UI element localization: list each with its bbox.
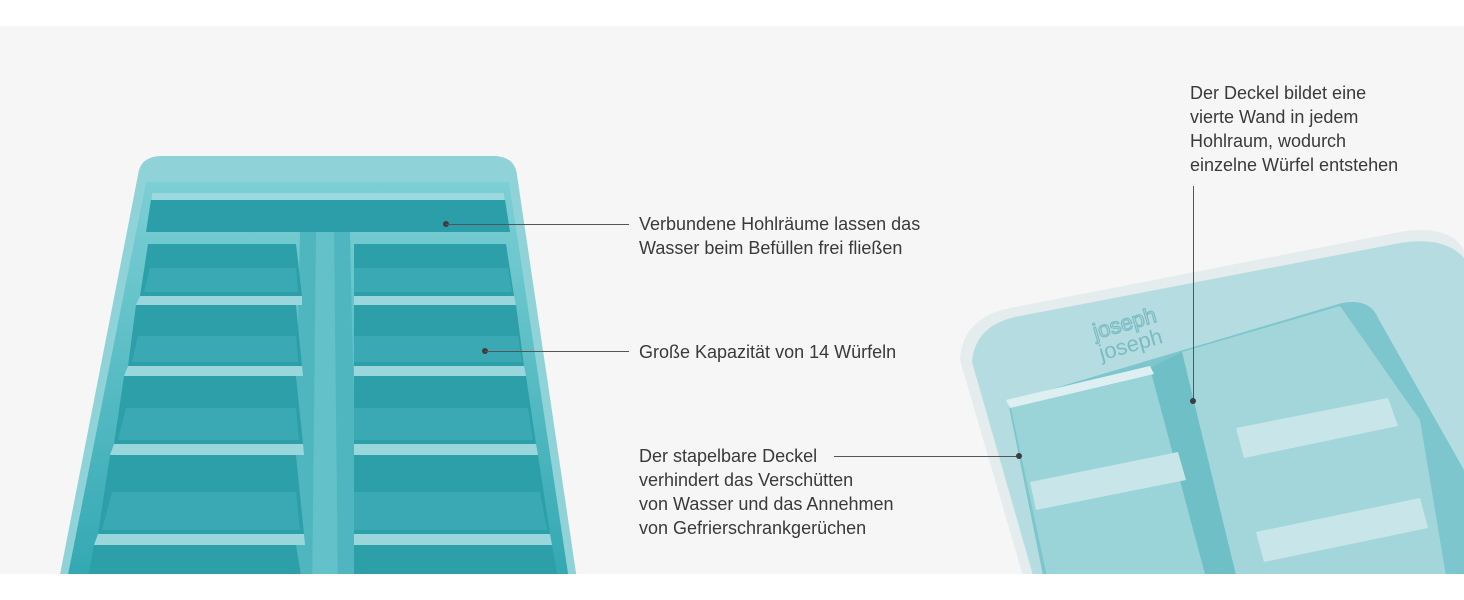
callout-connected-cavities: Verbundene Hohlräume lassen das Wasser b… [639, 212, 920, 260]
callout-text-line: Der Deckel bildet eine [1190, 83, 1367, 103]
callout-text-line: verhindert das Verschütten [639, 470, 854, 490]
callout-lid-wall: Der Deckel bildet eine vierte Wand in je… [1190, 81, 1398, 177]
callout-dot-lid-wall [1190, 398, 1196, 404]
callout-dot-stackable-lid [1016, 453, 1022, 459]
callout-text-line: Der stapelbare Deckel [639, 446, 818, 466]
callout-line-stackable-lid [834, 456, 1018, 457]
callout-text-line: einzelne Würfel entstehen [1190, 155, 1399, 175]
callout-text-line: Hohlraum, wodurch [1190, 131, 1347, 151]
callout-text-line: Wasser beim Befüllen frei fließen [639, 238, 903, 258]
lidded-ice-tray: joseph joseph [960, 230, 1464, 574]
callout-line-connected-cavities [446, 224, 629, 225]
open-ice-tray [60, 156, 577, 574]
callout-text-line: von Wasser und das Annehmen [639, 494, 894, 514]
callout-line-capacity [485, 351, 629, 352]
callout-text-line: vierte Wand in jedem [1190, 107, 1359, 127]
callout-stackable-lid: Der stapelbare Deckel verhindert das Ver… [639, 444, 894, 540]
callout-text-line: von Gefrierschrankgerüchen [639, 518, 867, 538]
callout-line-lid-wall [1193, 186, 1194, 400]
callout-text-line: Verbundene Hohlräume lassen das [639, 214, 921, 234]
callout-capacity: Große Kapazität von 14 Würfeln [639, 340, 896, 364]
callout-text-line: Große Kapazität von 14 Würfeln [639, 342, 897, 362]
